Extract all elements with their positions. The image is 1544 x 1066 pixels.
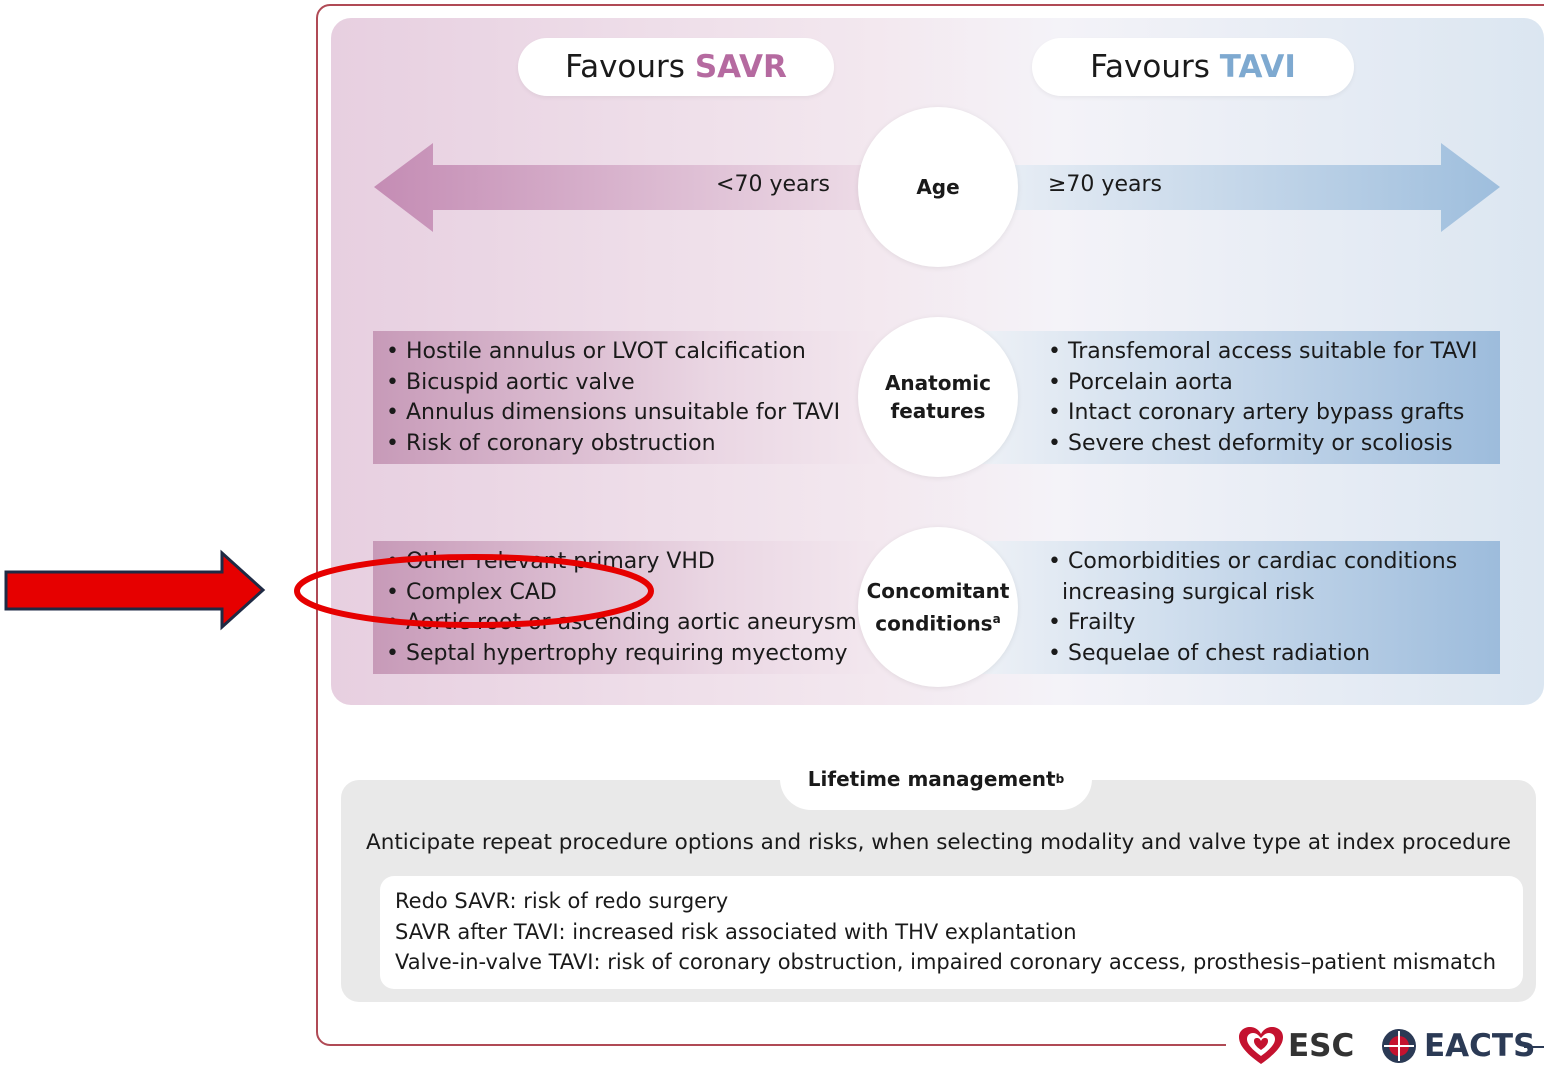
list-item: Risk of coronary obstruction — [386, 429, 840, 460]
list-item: Porcelain aorta — [1048, 368, 1477, 399]
list-item: Intact coronary artery bypass grafts — [1048, 398, 1477, 429]
annotation-ellipse — [294, 554, 654, 628]
favours-tavi-accent: TAVI — [1219, 49, 1296, 85]
anatomic-features-circle: Anatomic features — [858, 317, 1018, 477]
eacts-globe-icon — [1382, 1029, 1416, 1063]
concomitant-label-line2: conditions — [875, 611, 993, 636]
favours-savr-prefix: Favours — [565, 49, 695, 85]
anatomic-label-line1: Anatomic — [884, 371, 992, 395]
age-label: Age — [916, 175, 960, 199]
concomitant-tavi-list: Comorbidities or cardiac conditions incr… — [1048, 547, 1457, 669]
anatomic-savr-band: Hostile annulus or LVOT calcification Bi… — [373, 331, 938, 464]
list-item: Sequelae of chest radiation — [1048, 639, 1457, 670]
anatomic-tavi-list: Transfemoral access suitable for TAVI Po… — [1048, 337, 1477, 459]
eacts-rule — [1524, 1046, 1544, 1048]
list-item: Bicuspid aortic valve — [386, 368, 840, 399]
lifetime-detail-line: Valve-in-valve TAVI: risk of coronary ob… — [395, 950, 1497, 974]
anatomic-label-line2: features — [890, 399, 986, 423]
lifetime-details-box: Redo SAVR: risk of redo surgery SAVR aft… — [380, 876, 1523, 989]
anatomic-savr-list: Hostile annulus or LVOT calcification Bi… — [386, 337, 840, 459]
lifetime-management-title: Lifetime management — [807, 767, 1056, 791]
concomitant-footnote-marker: a — [992, 611, 1001, 626]
list-item: Complex CAD — [386, 578, 857, 609]
list-item-continuation: increasing surgical risk — [1062, 579, 1315, 605]
age-arrow-right — [936, 143, 1500, 232]
list-item: Septal hypertrophy requiring myectomy — [386, 639, 857, 670]
concomitant-savr-list: Other relevant primary VHD Complex CAD A… — [386, 547, 857, 669]
list-item: Annulus dimensions unsuitable for TAVI — [386, 398, 840, 429]
list-item: Transfemoral access suitable for TAVI — [1048, 337, 1477, 368]
lifetime-footnote-marker: b — [1055, 772, 1065, 786]
age-left-text: <70 years — [716, 172, 830, 197]
age-arrow-left — [374, 143, 940, 232]
age-right-text: ≥70 years — [1048, 172, 1162, 197]
favours-savr-header: Favours SAVR — [518, 38, 834, 96]
list-item: Frailty — [1048, 608, 1457, 639]
age-double-arrow — [374, 143, 1500, 232]
lifetime-detail-line: Redo SAVR: risk of redo surgery — [395, 889, 729, 913]
figure-frame — [316, 4, 1544, 1046]
favours-tavi-prefix: Favours — [1090, 49, 1220, 85]
concomitant-tavi-band: Comorbidities or cardiac conditions incr… — [938, 541, 1500, 674]
concomitant-label-line1: Concomitant — [866, 578, 1010, 603]
list-item: Comorbidities or cardiac conditions — [1048, 547, 1457, 578]
annotation-arrow-icon — [4, 549, 266, 631]
eacts-logo-text: EACTS — [1424, 1028, 1536, 1064]
esc-logo-text: ESC — [1288, 1028, 1355, 1064]
age-circle: Age — [858, 107, 1018, 267]
favours-savr-accent: SAVR — [694, 49, 787, 85]
concomitant-conditions-circle: Concomitant conditionsa — [858, 527, 1018, 687]
anatomic-tavi-band: Transfemoral access suitable for TAVI Po… — [938, 331, 1500, 464]
esc-heart-icon — [1239, 1027, 1283, 1064]
list-item: Severe chest deformity or scoliosis — [1048, 429, 1477, 460]
favours-tavi-header: Favours TAVI — [1032, 38, 1354, 96]
concomitant-savr-band: Other relevant primary VHD Complex CAD A… — [373, 541, 938, 674]
lifetime-detail-line: SAVR after TAVI: increased risk associat… — [395, 919, 1077, 944]
list-item: Hostile annulus or LVOT calcification — [386, 337, 840, 368]
lifetime-statement: Anticipate repeat procedure options and … — [365, 830, 1511, 855]
